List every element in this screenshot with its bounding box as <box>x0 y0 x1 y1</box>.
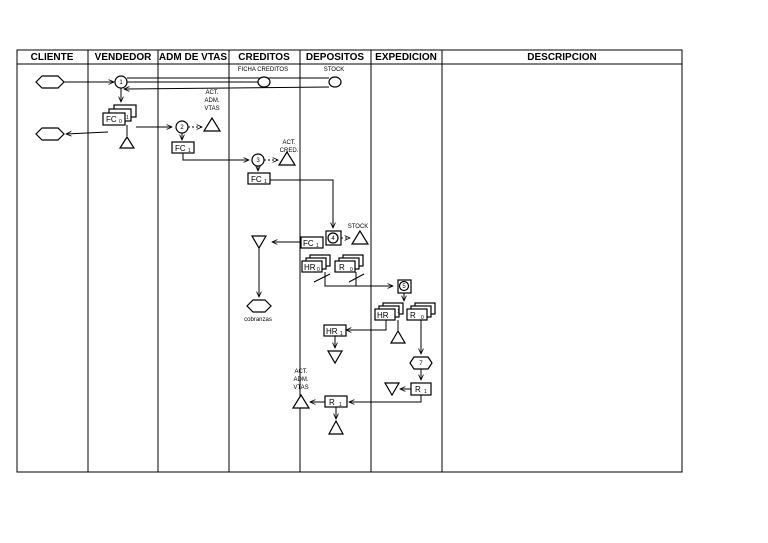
svg-text:FC: FC <box>175 144 186 153</box>
document-r-expedicion: R 0 <box>406 302 436 321</box>
stock-triangle <box>350 229 370 245</box>
document-hr1-depositos: HR 1 <box>323 324 347 337</box>
archive-expedicion-r <box>383 382 401 397</box>
label-act-adm-vtas-1-line1: ACT. <box>205 90 218 96</box>
stock-file-top <box>328 76 342 88</box>
svg-text:0: 0 <box>421 315 424 321</box>
archive-depositos-hr <box>326 350 344 365</box>
svg-text:1: 1 <box>316 243 319 249</box>
document-fc1-creditos: FC 1 <box>247 172 271 185</box>
client-start-terminator <box>35 75 65 89</box>
svg-text:FC: FC <box>303 239 314 248</box>
final-triangle-depositos <box>327 419 345 435</box>
svg-text:R: R <box>410 311 416 320</box>
column-header-creditos: CREDITOS <box>238 52 290 63</box>
label-stock-mid: STOCK <box>348 224 369 230</box>
column-header-cliente: CLIENTE <box>31 52 74 63</box>
svg-text:0: 0 <box>317 267 320 273</box>
operation-4-number: 4 <box>331 236 335 242</box>
arrow-fc1-to-op3 <box>182 153 249 160</box>
operation-4 <box>327 232 339 244</box>
label-act-cred-line2: CRED. <box>280 148 299 154</box>
operation-1-number: 1 <box>119 80 123 86</box>
arrow-hr-to-depositos <box>346 320 387 330</box>
cut-line-1 <box>313 273 331 283</box>
line-docs-to-op5 <box>324 272 393 286</box>
document-r1-expedicion: R 1 <box>410 382 432 396</box>
column-header-adm-vtas: ADM DE VTAS <box>159 52 227 63</box>
document-fc1-adm: FC 1 <box>171 141 195 154</box>
operation-5-number: 5 <box>402 284 406 290</box>
act-adm-vtas-triangle-2 <box>291 393 311 409</box>
svg-text:1: 1 <box>339 402 342 408</box>
ficha-creditos-file <box>257 76 271 88</box>
arrow-stock-back-to-vendedor <box>124 87 330 89</box>
arrow-fc-to-client <box>66 132 109 134</box>
svg-text:1: 1 <box>126 115 129 121</box>
operation-7-number: 7 <box>419 361 423 367</box>
svg-text:1: 1 <box>340 331 343 337</box>
act-cred-triangle <box>277 150 297 166</box>
label-act-cred-line1: ACT. <box>282 140 295 146</box>
document-fc-vendedor: FC 0 1 <box>102 104 137 126</box>
archive-expedicion <box>389 329 407 344</box>
column-header-depositos: DEPOSITOS <box>306 52 364 63</box>
document-fc1-depositos: FC 1 <box>300 236 324 249</box>
column-header-descripcion: DESCRIPCION <box>527 52 596 63</box>
label-cobranzas: cobranzas <box>244 317 272 323</box>
label-act-adm-vtas-1-line3: VTAS <box>204 106 219 112</box>
column-header-expedicion: EXPEDICION <box>375 52 437 63</box>
label-ficha-creditos: FICHA CREDITOS <box>238 67 288 73</box>
arrow-fc1-to-depositos <box>270 179 333 228</box>
label-act-adm-vtas-1-line2: ADM. <box>205 98 220 104</box>
svg-text:1: 1 <box>264 179 267 185</box>
label-act-adm-vtas-2-line2: ADM. <box>294 377 309 383</box>
svg-text:0: 0 <box>119 119 122 125</box>
arrow-r1-to-depositos <box>349 395 422 402</box>
operation-7 <box>409 356 433 370</box>
operation-5 <box>398 280 410 292</box>
document-r-depositos: R 0 <box>334 254 364 273</box>
svg-text:R: R <box>415 385 421 394</box>
svg-text:0: 0 <box>350 267 353 273</box>
svg-text:1: 1 <box>188 148 191 154</box>
svg-text:FC: FC <box>251 175 262 184</box>
operation-3-number: 3 <box>256 158 260 164</box>
act-adm-vtas-triangle-1 <box>202 116 222 132</box>
operation-2-number: 2 <box>180 125 184 131</box>
archive-creditos <box>250 235 268 250</box>
cobranzas-terminator <box>246 299 272 313</box>
label-act-adm-vtas-2-line3: VTAS <box>293 385 308 391</box>
svg-text:R: R <box>329 398 335 407</box>
svg-text:HR: HR <box>377 311 389 320</box>
svg-text:1: 1 <box>397 309 400 315</box>
archive-vendedor <box>118 135 136 149</box>
svg-text:HR: HR <box>326 327 338 336</box>
document-r1-depositos: R 1 <box>324 395 348 408</box>
svg-text:R: R <box>339 263 345 272</box>
svg-text:1: 1 <box>424 389 427 395</box>
document-hr-expedicion: HR 1 <box>374 302 404 321</box>
column-header-vendedor: VENDEDOR <box>95 52 152 63</box>
client-end-terminator <box>35 127 65 141</box>
svg-text:HR: HR <box>304 263 316 272</box>
label-act-adm-vtas-2-line1: ACT. <box>294 369 307 375</box>
svg-text:FC: FC <box>106 115 117 124</box>
label-stock-top: STOCK <box>324 67 345 73</box>
document-hr-depositos: HR 0 <box>301 254 331 273</box>
